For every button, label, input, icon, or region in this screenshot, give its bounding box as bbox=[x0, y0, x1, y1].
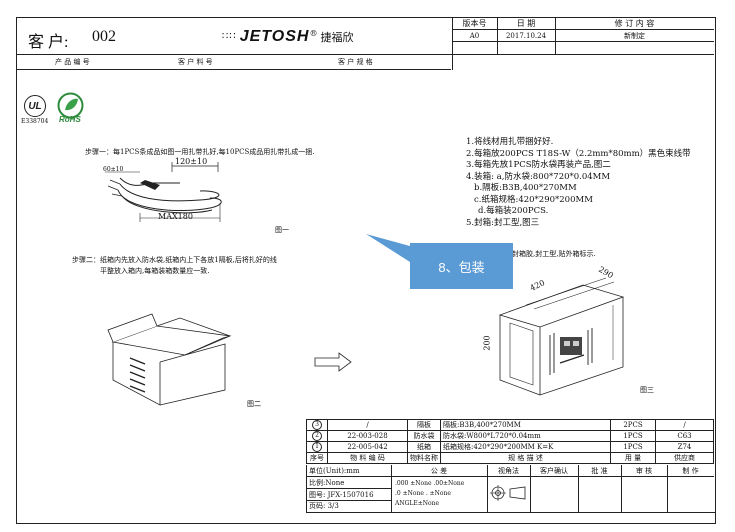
brand-logo: ∷∷ JETOSH ® 捷福欣 bbox=[222, 28, 353, 46]
customer-value: 002 bbox=[92, 28, 116, 45]
bom-no: 3 bbox=[306, 419, 328, 431]
bom-header-spec: 规 格 描 述 bbox=[440, 452, 611, 464]
tb-confirm: 客户确认 bbox=[540, 467, 568, 475]
rev-header-date: 日 期 bbox=[516, 19, 536, 28]
rev-date: 2017.10.24 bbox=[505, 32, 547, 40]
customer-label: 客 户: bbox=[28, 34, 69, 51]
bom-vendor: C63 bbox=[655, 430, 714, 442]
bom-name: 隔板 bbox=[407, 419, 441, 431]
tb-page: 页码: 3/3 bbox=[309, 502, 339, 510]
drawing-frame bbox=[16, 17, 716, 524]
note-3: 3.每箱先放1PCS防水袋再装产品,图二 bbox=[466, 160, 611, 170]
figure3-label: 图三 bbox=[640, 386, 654, 394]
bom-header-vendor: 供应商 bbox=[655, 452, 714, 464]
bom-name: 防水袋 bbox=[407, 430, 441, 442]
rohs-logo bbox=[57, 92, 84, 119]
bom-row: 3 / 隔板 隔板:B3B,400*270MM 2PCS / bbox=[306, 419, 714, 431]
rev-content: 新制定 bbox=[624, 32, 645, 40]
bom-qty: 1PCS bbox=[610, 441, 656, 453]
ul-mark-icon: UL bbox=[28, 100, 42, 112]
bom-header-no: 序号 bbox=[306, 452, 328, 464]
field-customer-part: 客 户 料 号 bbox=[178, 58, 213, 66]
callout-packaging: 8、包装 bbox=[410, 243, 513, 289]
bom-vendor: / bbox=[655, 419, 714, 431]
bom-qty: 2PCS bbox=[610, 419, 656, 431]
bom-code: / bbox=[327, 419, 408, 431]
rohs-leaf-icon bbox=[57, 92, 84, 119]
dim-60: 60±10 bbox=[103, 166, 124, 173]
bom-no: 1 bbox=[306, 441, 328, 453]
title-block bbox=[306, 465, 716, 513]
rev-header-version: 版本号 bbox=[462, 19, 487, 28]
arrow-right-icon bbox=[314, 352, 352, 372]
tb-drawing-no: 图号: JFX-1507016 bbox=[309, 491, 374, 499]
brand-name: JETOSH bbox=[239, 28, 310, 45]
step3-text: 封箱胶,封工型,贴外箱标示. bbox=[512, 250, 596, 258]
bom-header-name: 物料名称 bbox=[407, 452, 441, 464]
rev-version: A0 bbox=[469, 32, 480, 40]
rohs-text: RoHS bbox=[59, 115, 81, 124]
note-4: 4.装箱: a,防水袋:800*720*0.04MM bbox=[466, 171, 611, 182]
bom-row: 2 22-003-028 防水袋 防水袋:W800*L720*0.04mm 1P… bbox=[306, 430, 714, 442]
tb-make: 制 作 bbox=[682, 467, 699, 475]
bom-row: 1 22-005-042 纸箱 纸箱规格:420*290*200MM K=K 1… bbox=[306, 441, 714, 453]
note-4b: b.隔板:B3B,400*270MM bbox=[474, 183, 577, 193]
rev-header-content: 修 订 内 容 bbox=[614, 19, 655, 28]
note-4d: d.每箱装200PCS. bbox=[478, 206, 549, 216]
bom-code: 22-005-042 bbox=[327, 441, 408, 453]
field-product-no: 产 品 编 号 bbox=[55, 58, 90, 66]
bom-no: 2 bbox=[306, 430, 328, 442]
bom-spec: 隔板:B3B,400*270MM bbox=[440, 419, 611, 431]
projection-symbol-icon bbox=[490, 485, 526, 501]
tb-tol-3: ANGLE±None bbox=[395, 500, 440, 507]
step2-line1: 步骤二：纸箱内先放入防水袋,纸箱内上下各放1隔板,后将扎好的线 bbox=[72, 256, 277, 264]
callout-pointer bbox=[366, 234, 410, 262]
figure2-open-box bbox=[107, 313, 232, 406]
ul-logo: UL bbox=[24, 95, 46, 117]
tb-unit: 单位(Unit):mm bbox=[309, 467, 360, 475]
bom-name: 纸箱 bbox=[407, 441, 441, 453]
figure3-closed-box bbox=[498, 277, 625, 396]
figure1-label: 图一 bbox=[275, 226, 289, 234]
tb-tol-2: .0 ±None . ±None bbox=[395, 490, 451, 497]
bom-table: 3 / 隔板 隔板:B3B,400*270MM 2PCS / 2 22-003-… bbox=[306, 419, 714, 464]
note-4c: c.纸箱规格:420*290*200MM bbox=[474, 194, 593, 205]
tb-scale: 比例:None bbox=[309, 479, 345, 487]
note-2: 2.每箱放200PCS T18S-W（2.2mm*80mm）黑色束线带 bbox=[466, 148, 691, 159]
bom-header-row: 序号 物 料 编 码 物料名称 规 格 描 述 用 量 供应商 bbox=[306, 452, 714, 464]
tb-projection: 视角法 bbox=[498, 467, 519, 475]
box-dim-height: 200 bbox=[482, 335, 492, 351]
ul-code: E338704 bbox=[21, 118, 49, 125]
dim-max180: MAX180 bbox=[158, 212, 193, 221]
figure1-cable-bundle bbox=[105, 162, 222, 222]
bom-spec: 防水袋:W800*L720*0.04mm bbox=[440, 430, 611, 442]
registered-icon: ® bbox=[309, 28, 318, 38]
bom-header-qty: 用 量 bbox=[610, 452, 656, 464]
note-5: 5.封箱:封工型,图三 bbox=[466, 217, 540, 228]
figure2-label: 图二 bbox=[247, 400, 261, 408]
bom-header-code: 物 料 编 码 bbox=[327, 452, 408, 464]
tb-tolerance: 公 差 bbox=[430, 467, 448, 475]
bom-qty: 1PCS bbox=[610, 430, 656, 442]
bom-spec: 纸箱规格:420*290*200MM K=K bbox=[440, 441, 611, 453]
bom-code: 22-003-028 bbox=[327, 430, 408, 442]
callout-text: 8、包装 bbox=[438, 259, 485, 275]
step2-line2: 平整放入箱内,每箱装箱数量应一致. bbox=[100, 267, 210, 275]
brand-cn: 捷福欣 bbox=[320, 32, 354, 44]
step1-text: 步骤一：每1PCS条成品如图一用扎带扎好,每10PCS成品用扎带扎成一捆. bbox=[85, 148, 315, 156]
bom-vendor: Z74 bbox=[655, 441, 714, 453]
tb-tol-1: .000 ±None .00±None bbox=[395, 480, 465, 487]
notes-block: 1.将线材用扎带捆好好. 2.每箱放200PCS T18S-W（2.2mm*80… bbox=[466, 137, 691, 229]
tb-approve: 批 准 bbox=[591, 467, 608, 475]
tb-review: 审 核 bbox=[635, 467, 653, 475]
note-1: 1.将线材用扎带捆好好. bbox=[466, 137, 554, 147]
field-customer-spec: 客 户 规 格 bbox=[338, 58, 373, 66]
dim-120: 120±10 bbox=[175, 157, 208, 166]
logo-dots-icon: ∷∷ bbox=[222, 31, 237, 42]
